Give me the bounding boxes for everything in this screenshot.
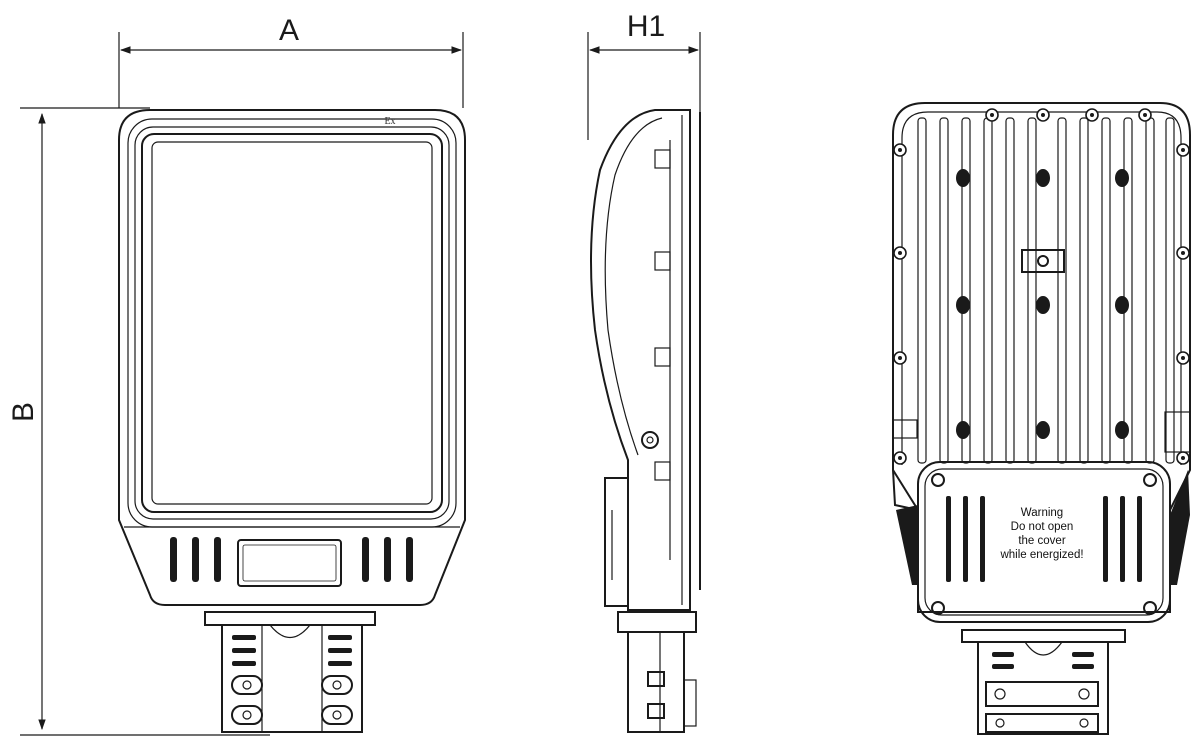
screw-center [1143, 113, 1147, 117]
ex-marking: Ex [384, 116, 395, 127]
screw-center [1181, 456, 1185, 460]
screw-center [898, 148, 902, 152]
screw-center [898, 456, 902, 460]
fin-boss [956, 421, 970, 439]
heat-sink-fin [917, 117, 927, 464]
dimension-b-label: B [7, 402, 40, 422]
fin-boss [1115, 169, 1129, 187]
rear-mount-bracket [961, 629, 1126, 735]
fin-boss [1036, 169, 1050, 187]
screw-center [990, 113, 994, 117]
front-mount-bracket [204, 611, 376, 733]
heat-sink-fin [1005, 117, 1015, 464]
fin-boss [1115, 296, 1129, 314]
rear-view: Warning Do not open the cover while ener… [892, 102, 1191, 735]
front-view: Ex [118, 109, 466, 733]
heat-sink-fin [1079, 117, 1089, 464]
dimension-h1: H1 [587, 10, 701, 140]
screw-center [898, 356, 902, 360]
side-pivot [641, 431, 659, 449]
dimension-h1-label: H1 [627, 10, 665, 43]
screw-center [898, 251, 902, 255]
heat-sink-fin [983, 117, 993, 464]
warning-line-2: Do not open [1011, 521, 1074, 533]
screw-center [1181, 148, 1185, 152]
screw-center [1090, 113, 1094, 117]
center-mark [1021, 249, 1065, 273]
driver-cover: Warning Do not open the cover while ener… [917, 461, 1171, 623]
side-clips [654, 149, 671, 481]
fin-boss [1036, 421, 1050, 439]
vent-slots-right [362, 537, 413, 582]
fin-boss [1036, 296, 1050, 314]
side-view [590, 109, 701, 733]
warning-line-3: the cover [1018, 535, 1065, 547]
screw-center [1181, 356, 1185, 360]
screw-center [1181, 251, 1185, 255]
heat-sink-fin [1027, 117, 1037, 464]
fin-boss [956, 296, 970, 314]
fin-boss [956, 169, 970, 187]
heat-sink-fin [1123, 117, 1133, 464]
dimension-a: A [118, 14, 464, 108]
screw-center [1041, 113, 1045, 117]
rear-screws [893, 108, 1190, 465]
vent-slots-left [170, 537, 221, 582]
dimension-a-label: A [279, 14, 299, 47]
heat-sink-fin [1145, 117, 1155, 464]
heat-sink-fin [939, 117, 949, 464]
fin-boss [1115, 421, 1129, 439]
heat-sink-fin [1165, 117, 1175, 464]
heat-sink-fin [1057, 117, 1067, 464]
heat-sink-fins [917, 117, 1175, 464]
warning-line-1: Warning [1021, 507, 1063, 519]
nameplate [237, 539, 342, 587]
dimension-b: B [7, 107, 270, 736]
warning-line-4: while energized! [999, 549, 1083, 561]
heat-sink-fin [1101, 117, 1111, 464]
side-mount-bracket [617, 611, 697, 733]
